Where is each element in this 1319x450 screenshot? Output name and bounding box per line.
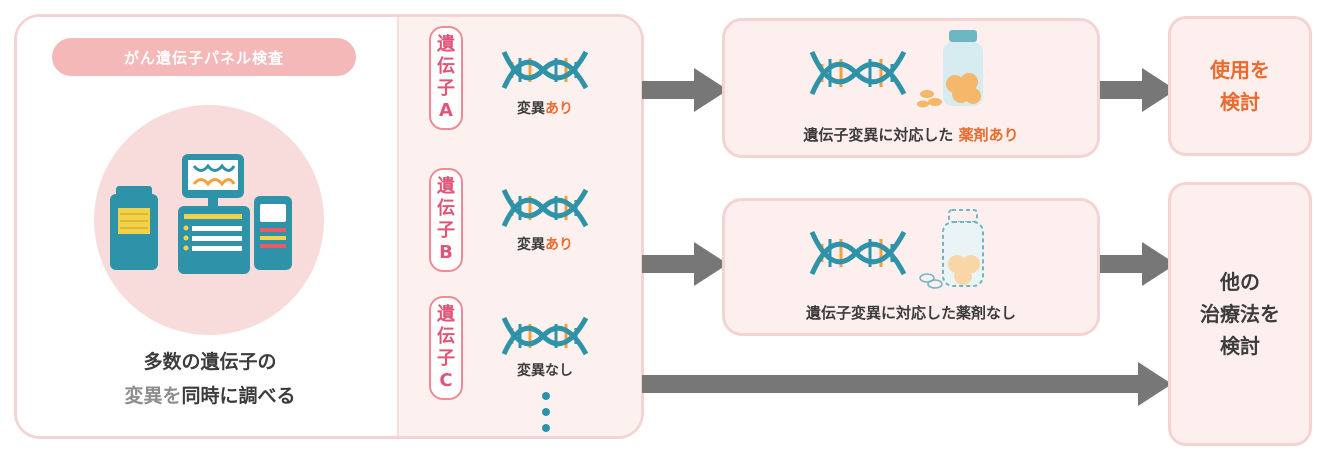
ellipsis-icon (542, 392, 550, 432)
gene-c-label: 遺 伝 子 C (429, 296, 463, 400)
gene-char: 伝 (437, 198, 455, 219)
dna-icon (501, 316, 589, 356)
arrow-right-icon (642, 362, 1172, 406)
caption-rest: 同時に調べる (181, 385, 296, 407)
gene-char: 遺 (437, 34, 455, 55)
mutation-text: 変異 (517, 101, 545, 117)
gene-char: 子 (437, 78, 455, 99)
result-consider-use: 使用を 検討 (1168, 16, 1312, 156)
mutation-accent: あり (545, 237, 573, 253)
caption-line-2: 変異を同時に調べる (40, 379, 380, 413)
result-other-treatment: 他の 治療法を 検討 (1168, 182, 1312, 446)
result-line: 検討 (1220, 334, 1260, 358)
drug-unavailable-box (722, 198, 1100, 336)
caption-highlight: 変異を (124, 385, 182, 407)
gene-char: 遺 (437, 176, 455, 197)
gene-char: 遺 (437, 304, 455, 325)
drug-available-box (722, 18, 1100, 158)
box-text-accent: 薬剤あり (958, 126, 1019, 144)
arrow-right-icon (642, 68, 728, 112)
gene-a-label: 遺 伝 子 A (429, 26, 463, 130)
gene-b-mutation: 変異あり (485, 234, 605, 254)
mutation-accent: あり (545, 101, 573, 117)
panel-test-label: がん遺伝子パネル検査 (52, 38, 356, 76)
arrow-right-icon (642, 242, 728, 286)
drug-available-text: 遺伝子変異に対応した 薬剤あり (722, 124, 1100, 145)
arrow-right-icon (1094, 242, 1176, 286)
empty-pill-bottle-icon (919, 209, 984, 289)
gene-a-mutation: 変異あり (485, 98, 605, 118)
dna-icon (809, 50, 907, 96)
gene-char: 子 (437, 220, 455, 241)
gene-c-mutation: 変異なし (485, 360, 605, 380)
gene-char: 子 (437, 348, 455, 369)
panel-caption: 多数の遺伝子の 変異を同時に調べる (40, 345, 380, 413)
dna-icon (501, 50, 589, 90)
pill-bottle-icon (917, 30, 983, 108)
gene-char: A (439, 100, 453, 121)
arrow-right-icon (1094, 68, 1176, 112)
result-line: 使用を (1210, 58, 1270, 82)
dna-icon (809, 230, 907, 276)
gene-char: B (439, 242, 453, 263)
sequencer-icon (110, 154, 292, 274)
result-line: 治療法を (1200, 302, 1280, 326)
gene-b-label: 遺 伝 子 B (429, 168, 463, 272)
gene-char: 伝 (437, 326, 455, 347)
mutation-text: 変異 (517, 237, 545, 253)
gene-char: 伝 (437, 56, 455, 77)
box-text: 遺伝子変異に対応した (803, 126, 959, 144)
dna-icon (501, 188, 589, 228)
result-line: 他の (1220, 270, 1260, 294)
gene-char: C (439, 370, 453, 391)
result-line: 検討 (1220, 90, 1260, 114)
box-text: 遺伝子変異に対応した薬剤なし (805, 304, 1016, 322)
drug-unavailable-text: 遺伝子変異に対応した薬剤なし (722, 302, 1100, 323)
caption-line-1: 多数の遺伝子の (143, 351, 277, 373)
mutation-text: 変異なし (517, 363, 573, 379)
